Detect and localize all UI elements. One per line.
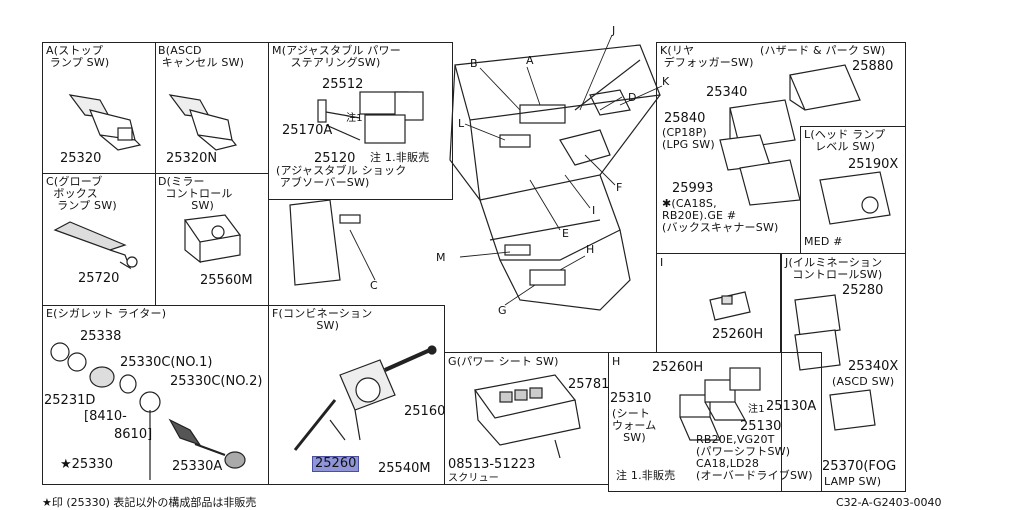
part-08513-51223: 08513-51223 xyxy=(448,457,536,472)
part-25370: 25370(FOG xyxy=(822,459,897,474)
panel-g-title: G(パワー シート SW) xyxy=(448,355,559,368)
panel-k-sub1: (CP18P) (LPG SW) xyxy=(662,126,715,151)
callout-k: K xyxy=(662,75,670,88)
panel-j-title: J(イルミネーション コントロールSW) xyxy=(785,256,883,281)
footer-code: C32-A-G2403-0040 xyxy=(836,496,942,509)
panel-j-sub1: (ASCD SW) xyxy=(832,375,895,388)
panel-k-sub2: ✱(CA18S, RB20E).GE # (バックスキャナーSW) xyxy=(662,197,779,234)
part-25330c-no1: 25330C(NO.1) xyxy=(120,355,213,370)
panel-b-title: B(ASCD キャンセル SW) xyxy=(158,44,245,69)
part-25280: 25280 xyxy=(842,283,884,298)
part-25260-highlighted[interactable]: 25260 xyxy=(312,456,360,472)
panel-m-sub: (アジャスタブル ショック アブソーバーSW) xyxy=(276,164,407,189)
panel-c-title: C(グローブ ボックス ランプ SW) xyxy=(46,175,117,212)
part-25231d: 25231D xyxy=(44,393,96,408)
callout-l: L xyxy=(458,117,465,130)
part-25560m: 25560M xyxy=(200,273,253,288)
callout-d: D xyxy=(628,91,637,104)
panel-l-title: L(ヘッド ランプ レベル SW) xyxy=(804,128,886,153)
part-25720: 25720 xyxy=(78,271,120,286)
callout-b: B xyxy=(470,57,478,70)
panel-h-sub2: RB20E,VG20T (パワーシフトSW) CA18,LD28 (オーバードラ… xyxy=(696,433,813,482)
panel-m-note-mark: 注1 xyxy=(346,113,363,124)
dashboard-drawing xyxy=(449,44,661,311)
panel-j-sub2: LAMP SW) xyxy=(824,475,882,488)
callout-m: M xyxy=(436,251,446,264)
panel-d-title: D(ミラー コントロール SW) xyxy=(158,175,233,212)
panel-h-note-mark: 注1 xyxy=(748,404,765,415)
panel-e-title: E(シガレット ライター) xyxy=(46,307,167,320)
part-25260h-i: 25260H xyxy=(712,327,764,342)
part-25340x: 25340X xyxy=(848,359,899,374)
panel-k-title2: (ハザード & パーク SW) xyxy=(760,44,886,57)
part-8410: [8410- xyxy=(84,409,127,424)
panel-j xyxy=(781,253,906,492)
panel-m xyxy=(268,42,453,200)
part-25310: 25310 xyxy=(610,391,652,406)
panel-m-note: 注 1.非販売 xyxy=(370,151,430,164)
part-25130a: 25130A xyxy=(766,399,817,414)
part-25190x: 25190X xyxy=(848,157,899,172)
callout-i: I xyxy=(592,204,596,217)
part-25840: 25840 xyxy=(664,111,706,126)
callout-c: C xyxy=(370,279,378,292)
panel-h-sub1: (シート ウォーム SW) xyxy=(612,407,657,444)
part-25330c-no2: 25330C(NO.2) xyxy=(170,374,263,389)
part-25340: 25340 xyxy=(706,85,748,100)
callout-e: E xyxy=(562,227,570,240)
part-25130: 25130 xyxy=(740,419,782,434)
panel-m-title: M(アジャスタブル パワー ステアリングSW) xyxy=(272,44,401,69)
part-25540m: 25540M xyxy=(378,461,431,476)
part-25512: 25512 xyxy=(322,77,364,92)
panel-k-title: K(リヤ デフォッガーSW) xyxy=(660,44,754,69)
callout-j: J xyxy=(612,24,616,37)
callout-f: F xyxy=(616,181,623,194)
callout-g: G xyxy=(498,304,507,317)
part-25993: 25993 xyxy=(672,181,714,196)
part-25880: 25880 xyxy=(852,59,894,74)
part-25170a: 25170A xyxy=(282,123,333,138)
part-25320: 25320 xyxy=(60,151,102,166)
part-25260h-h: 25260H xyxy=(652,360,704,375)
part-25320n: 25320N xyxy=(166,151,218,166)
panel-a-title: A(ストップ ランプ SW) xyxy=(46,44,110,69)
panel-f-title: F(コンビネーション SW) xyxy=(272,307,373,332)
callout-a: A xyxy=(526,54,534,67)
panel-l-sub: MED # xyxy=(804,235,843,248)
part-25330: ★25330 xyxy=(60,457,114,472)
part-25330a: 25330A xyxy=(172,459,223,474)
panel-h-note: 注 1.非販売 xyxy=(616,469,676,482)
part-25120: 25120 xyxy=(314,151,356,166)
console-under-dash-drawing xyxy=(289,199,361,286)
callout-h: H xyxy=(586,243,595,256)
part-25781: 25781 xyxy=(568,377,610,392)
footer-note: ★印 (25330) 表記以外の構成部品は非販売 xyxy=(42,496,257,509)
part-25160: 25160 xyxy=(404,404,446,419)
panel-i-title: I xyxy=(660,256,664,269)
panel-g-screw: スクリュー xyxy=(448,473,499,484)
panel-h-title: H xyxy=(612,355,621,368)
part-8610: 8610] xyxy=(114,427,153,442)
part-25338: 25338 xyxy=(80,329,122,344)
